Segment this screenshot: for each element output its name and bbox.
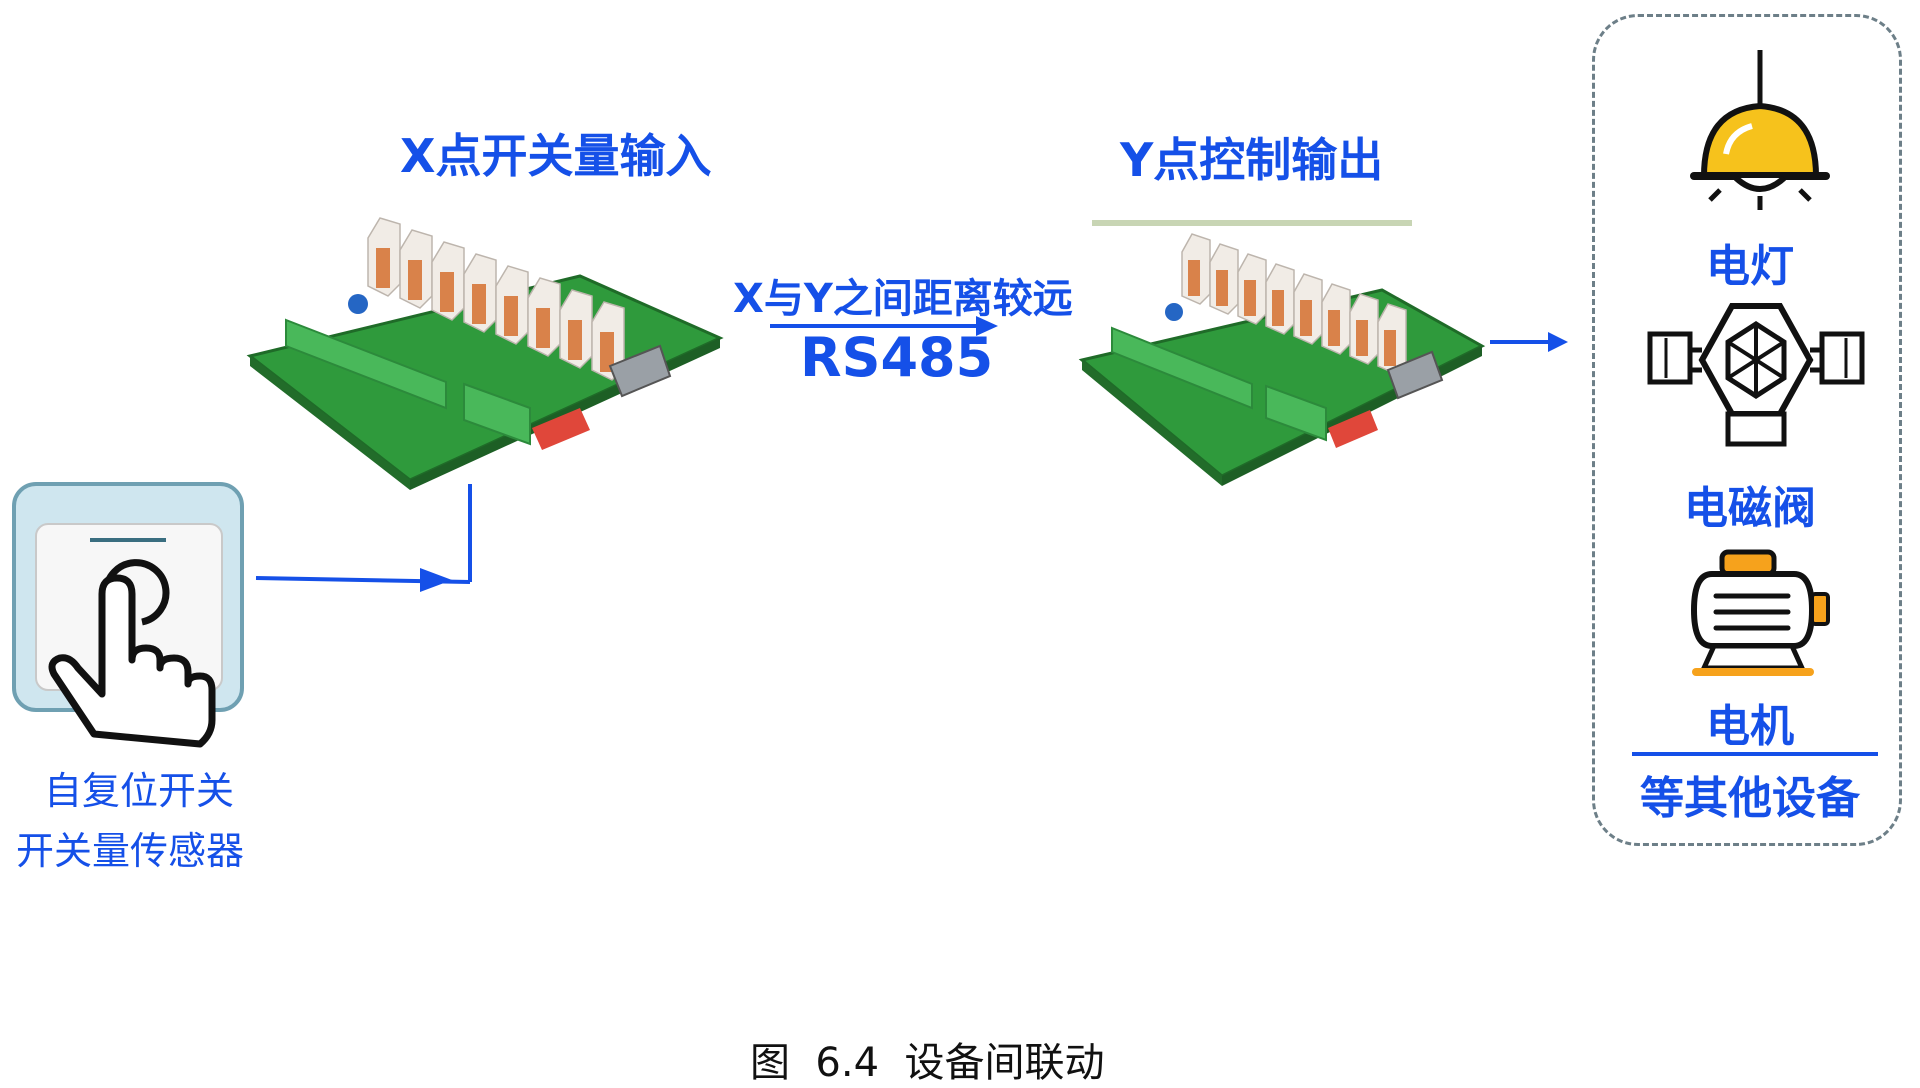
- device-label-motor: 电机: [1706, 701, 1794, 752]
- link-distance-note: X与Y之间距离较远: [733, 276, 1073, 322]
- output-board-title: Y点控制输出: [1120, 133, 1384, 187]
- solenoid-valve-icon: [1647, 303, 1865, 447]
- output-arrow: [1490, 332, 1568, 352]
- figure-caption: 图 6.4 设备间联动: [750, 1040, 1105, 1086]
- input-board-title: X点开关量输入: [400, 129, 712, 183]
- device-label-lamp: 电灯: [1706, 241, 1794, 292]
- sensor-connector-line: [255, 484, 472, 592]
- motor-icon: [1690, 549, 1830, 676]
- link-protocol-label: RS485: [800, 326, 994, 389]
- sensor-label-line1: 自复位开关: [44, 769, 235, 813]
- device-label-valve: 电磁阀: [1684, 483, 1816, 534]
- equipment-panel: [1592, 14, 1902, 846]
- board-top-strip: [1092, 220, 1412, 226]
- equipment-divider: [1632, 752, 1878, 756]
- pendant-lamp-icon: [1690, 50, 1830, 210]
- sensor-label-line2: 开关量传感器: [16, 829, 245, 873]
- device-label-others: 等其他设备: [1640, 773, 1860, 824]
- input-relay-board: [246, 217, 724, 490]
- output-relay-board: [1078, 233, 1486, 486]
- touch-switch-icon: [12, 482, 244, 748]
- rs485-arrow: [770, 316, 998, 336]
